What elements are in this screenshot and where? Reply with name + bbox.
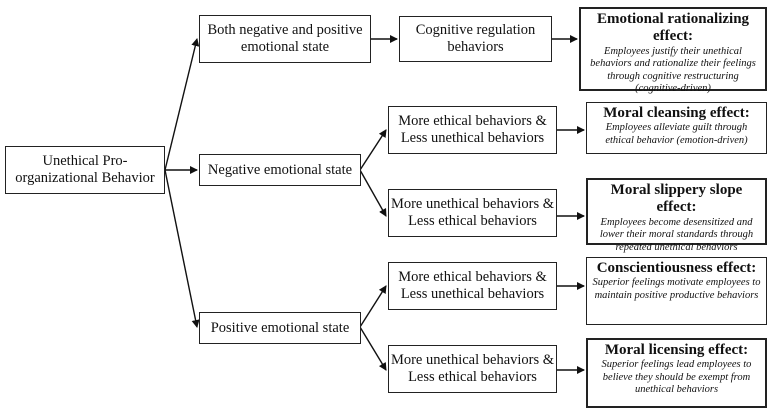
effect-rationalizing-title: Emotional rationalizing effect: (596, 11, 750, 45)
effect-slippery-box: Moral slippery slope effect:Employees be… (586, 178, 767, 253)
effect-cleansing-desc: Employees alleviate guilt through ethica… (605, 122, 748, 146)
behavior-pos-ethical-node: More ethical behaviors & Less unethical … (388, 262, 557, 310)
arrow-root-to-positive (164, 169, 200, 328)
effect-conscientiousness-desc: Superior feelings motivate employees to … (592, 277, 761, 301)
behavior-neg-ethical-label: More ethical behaviors & Less unethical … (398, 113, 547, 146)
effect-rationalizing-box: Emotional rationalizing effect:Employees… (579, 7, 767, 94)
state-both-node: Both negative and positive emotional sta… (199, 15, 371, 63)
state-positive-node: Positive emotional state (199, 312, 361, 344)
behavior-pos-unethical-node: More unethical behaviors & Less ethical … (388, 345, 557, 393)
arrow-positive-to-unethical (359, 326, 387, 371)
behavior-neg-unethical-label: More unethical behaviors & Less ethical … (390, 196, 555, 229)
effect-conscientiousness-title: Conscientiousness effect: (596, 260, 757, 276)
behavior-pos-unethical-label: More unethical behaviors & Less ethical … (390, 352, 555, 385)
root-label: Unethical Pro-organizational Behavior (15, 153, 155, 186)
behavior-cognitive-node: Cognitive regulation behaviors (399, 16, 552, 62)
state-positive-label: Positive emotional state (210, 319, 350, 336)
effect-cleansing-box: Moral cleansing effect:Employees allevia… (586, 102, 767, 154)
behavior-pos-ethical-label: More ethical behaviors & Less unethical … (398, 269, 547, 302)
behavior-neg-unethical-node: More unethical behaviors & Less ethical … (388, 189, 557, 237)
state-negative-label: Negative emotional state (207, 161, 353, 178)
effect-conscientiousness-box: Conscientiousness effect:Superior feelin… (586, 257, 767, 325)
state-negative-node: Negative emotional state (199, 154, 361, 186)
effect-licensing-desc: Superior feelings lead employees to beli… (601, 359, 752, 396)
behavior-neg-ethical-node: More ethical behaviors & Less unethical … (388, 106, 557, 154)
arrow-positive-to-ethical (359, 285, 387, 328)
arrow-negative-to-ethical (359, 129, 387, 171)
root-node: Unethical Pro-organizational Behavior (5, 146, 165, 194)
arrow-negative-to-unethical (359, 169, 387, 217)
effect-slippery-desc: Employees become desensitized and lower … (599, 216, 754, 253)
behavior-cognitive-label: Cognitive regulation behaviors (415, 22, 536, 55)
effect-licensing-title: Moral licensing effect: (604, 342, 749, 358)
effect-licensing-box: Moral licensing effect:Superior feelings… (586, 338, 767, 408)
effect-cleansing-title: Moral cleansing effect: (603, 105, 750, 121)
state-both-label: Both negative and positive emotional sta… (207, 22, 363, 55)
arrow-root-to-both (164, 38, 200, 171)
effect-rationalizing-desc: Employees justify their unethical behavi… (590, 45, 756, 95)
effect-slippery-title: Moral slippery slope effect: (610, 182, 743, 216)
